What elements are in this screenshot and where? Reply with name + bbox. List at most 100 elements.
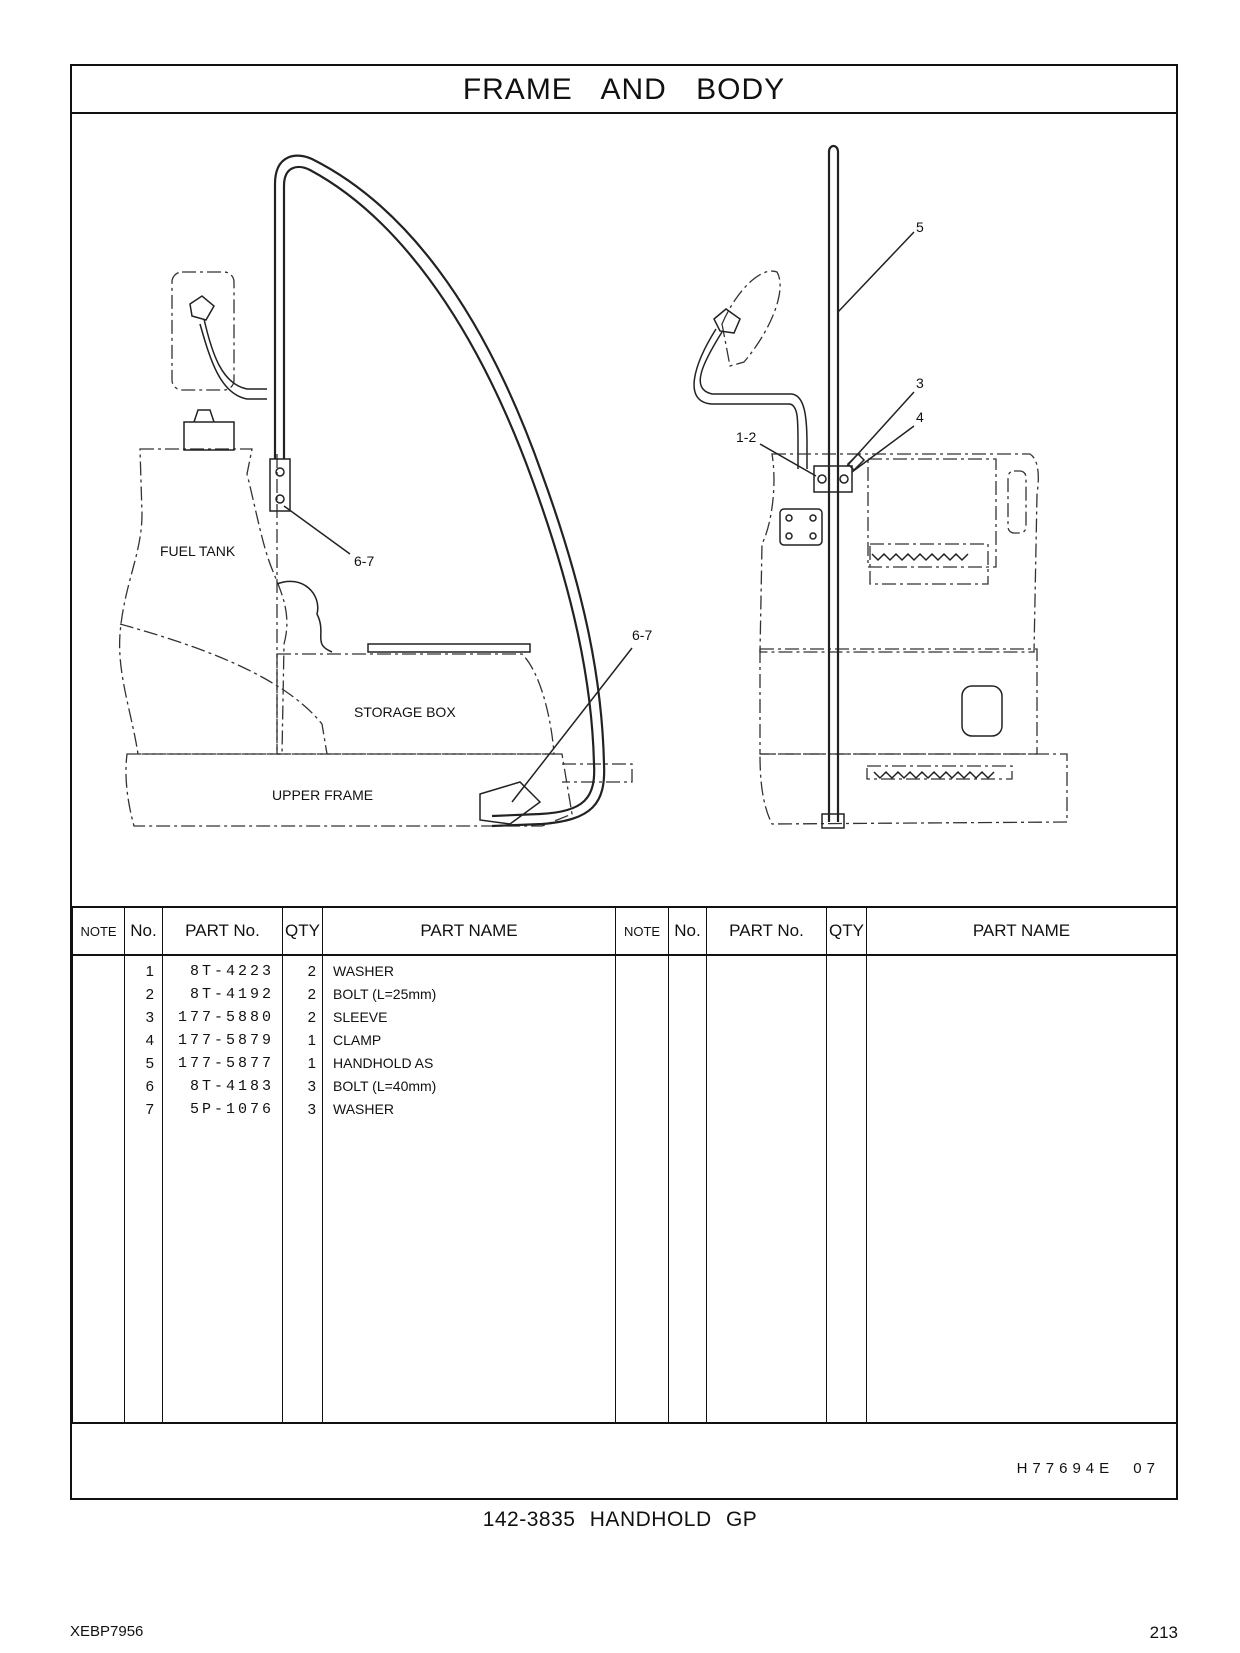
row-no: 3: [145, 1009, 154, 1026]
panel-zigzag: [871, 552, 969, 562]
row-qty: 2: [307, 1009, 316, 1026]
row-qty: 3: [307, 1078, 316, 1095]
step-zigzag: [873, 770, 995, 780]
row-no: 4: [145, 1032, 154, 1049]
row-qty: 3: [307, 1101, 316, 1118]
header-note: NOTE: [72, 906, 125, 956]
leader-1-2: [759, 443, 817, 477]
leader-4: [851, 425, 915, 473]
row-part-no: 8T-4223: [189, 963, 274, 980]
header-no-2: No.: [668, 906, 707, 956]
handhold-illustration: FUEL TANK 6-7 STORAGE BOX 6-7 UPPER FRAM…: [118, 144, 1068, 829]
label-fuel-tank: FUEL TANK: [160, 543, 236, 559]
mirror-bracket-left: [189, 295, 215, 321]
panel-right: [869, 543, 989, 585]
row-no: 2: [145, 986, 154, 1003]
callout-1-2: 1-2: [736, 429, 756, 445]
header-note-2: NOTE: [615, 906, 669, 956]
upper-frame-step: [562, 763, 633, 783]
row-qty: 2: [307, 963, 316, 980]
figure-reference: H77694E 07: [1016, 1460, 1160, 1477]
bolt-left-lower: [275, 494, 285, 504]
row-part-no: 5P-1076: [189, 1101, 274, 1118]
mirror-outline-left: [171, 271, 235, 391]
header-part-name-2: PART NAME: [866, 906, 1177, 956]
row-part-name: SLEEVE: [333, 1009, 388, 1025]
mirror-outline-right: [721, 270, 781, 367]
hinge-bolt: [785, 532, 793, 540]
parts-drawing: FUEL TANK 6-7 STORAGE BOX 6-7 UPPER FRAM…: [72, 114, 1176, 906]
mirror-bracket-right: [713, 308, 741, 334]
no-column: 1 2 3 4 5 6 7: [124, 955, 163, 1424]
table-body-row: 1 2 3 4 5 6 7 8T-4223 8T-4192 177-5880 1: [72, 955, 1177, 1424]
row-qty: 2: [307, 986, 316, 1003]
clamp-right: [813, 465, 853, 493]
callout-5: 5: [916, 219, 924, 235]
storage-box-lid: [367, 643, 531, 653]
upper-frame-outline: [125, 753, 573, 827]
callout-4: 4: [916, 409, 924, 425]
counterweight-upper: [759, 648, 1038, 755]
handhold-tube-right: [827, 144, 840, 822]
leader-3: [846, 391, 915, 467]
hinge-bolt: [785, 514, 793, 522]
callout-6-7-upper: 6-7: [354, 553, 374, 569]
parts-page-frame: FRAME AND BODY: [70, 64, 1178, 1500]
row-no: 5: [145, 1055, 154, 1072]
row-no: 1: [145, 963, 154, 980]
rear-window-right: [867, 458, 997, 568]
row-part-name: WASHER: [333, 963, 394, 979]
leader-6-7-b: [511, 647, 633, 803]
handhold-tube-left-inner: [282, 166, 596, 818]
side-light-right: [1007, 470, 1027, 534]
row-no: 6: [145, 1078, 154, 1095]
qty-column-2: [826, 955, 867, 1424]
mirror-stay-right: [693, 328, 808, 469]
document-id: XEBP7956: [70, 1623, 144, 1640]
group-title: 142-3835 HANDHOLD GP: [482, 1508, 758, 1531]
page-number: 213: [1149, 1623, 1178, 1642]
row-no: 7: [145, 1101, 154, 1118]
header-no: No.: [124, 906, 163, 956]
part-name-column: WASHER BOLT (L=25mm) SLEEVE CLAMP HANDHO…: [322, 955, 616, 1424]
mirror-stay-left: [199, 318, 267, 400]
part-no-column: 8T-4223 8T-4192 177-5880 177-5879 177-58…: [162, 955, 283, 1424]
row-part-name: BOLT (L=40mm): [333, 1078, 437, 1094]
part-name-column-2: [866, 955, 1177, 1424]
fuel-cap-neck: [183, 421, 235, 451]
hinge-bolt: [809, 514, 817, 522]
row-qty: 1: [307, 1032, 316, 1049]
tank-contour: [119, 623, 328, 755]
row-part-no: 8T-4192: [189, 986, 274, 1003]
fuel-cap: [193, 409, 215, 423]
part-no-column-2: [706, 955, 827, 1424]
hinge-bolt: [809, 532, 817, 540]
leader-5: [837, 231, 915, 313]
label-storage-box: STORAGE BOX: [354, 704, 456, 720]
mount-bracket-lower: [479, 781, 542, 825]
callout-6-7-lower: 6-7: [632, 627, 652, 643]
no-column-2: [668, 955, 707, 1424]
tank-cutaway: [276, 580, 333, 653]
row-part-no: 8T-4183: [189, 1078, 274, 1095]
fuel-tank-outline: [118, 448, 288, 755]
rear-step-right: [866, 765, 1013, 780]
row-part-name: CLAMP: [333, 1032, 382, 1048]
header-part-no-2: PART No.: [706, 906, 827, 956]
bolt-left-upper: [275, 467, 285, 477]
tube-foot-right: [821, 813, 845, 829]
row-part-no: 177-5879: [177, 1032, 274, 1049]
note-column-2: [615, 955, 669, 1424]
header-qty-2: QTY: [826, 906, 867, 956]
mount-bracket-left: [269, 458, 291, 512]
handhold-tube-left-outer: [273, 154, 606, 828]
sleeve-right: [839, 474, 849, 484]
row-part-no: 177-5880: [177, 1009, 274, 1026]
header-qty: QTY: [282, 906, 323, 956]
note-column: [72, 955, 125, 1424]
header-part-name: PART NAME: [322, 906, 616, 956]
sleeve-left: [817, 474, 827, 484]
callout-3: 3: [916, 375, 924, 391]
table-header-row: NOTE No. PART No. QTY PART NAME NOTE No.…: [72, 906, 1177, 956]
row-qty: 1: [307, 1055, 316, 1072]
